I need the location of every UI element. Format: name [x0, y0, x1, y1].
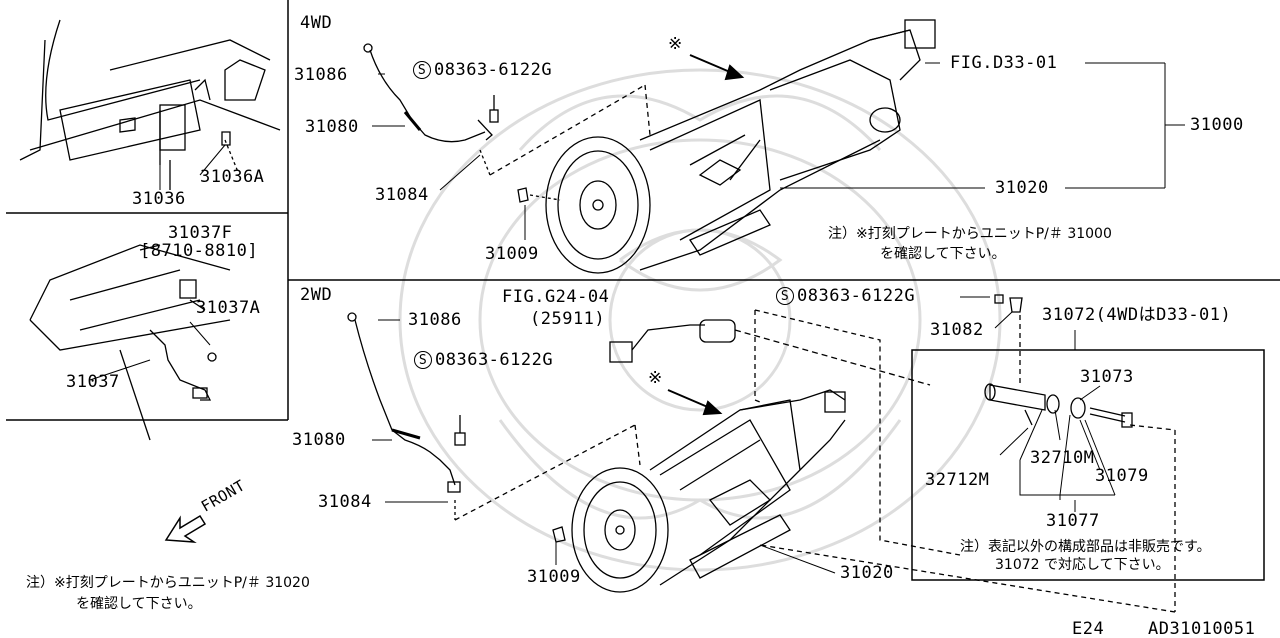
callout-31037A: 31037A — [196, 298, 261, 318]
leader-lines — [89, 62, 1185, 574]
note-bottom-line2: を確認して下さい。 — [76, 596, 202, 612]
callout-31084-4wd: 31084 — [375, 185, 429, 205]
kit-box — [911, 349, 1265, 581]
callout-31020-4wd: 31020 — [995, 178, 1049, 198]
note-bottom-line1: 注）※打刻プレートからユニットP/＃ 31020 — [26, 575, 310, 591]
callout-31086-2wd: 31086 — [408, 310, 462, 330]
callout-31036: 31036 — [132, 189, 186, 209]
callout-31079: 31079 — [1095, 466, 1149, 486]
callout-fig-g24-sub: (25911) — [530, 309, 606, 329]
callout-31009-4wd: 31009 — [485, 244, 539, 264]
section-label-4wd: 4WD — [300, 13, 333, 33]
callout-31020-2wd: 31020 — [840, 563, 894, 583]
callout-31077: 31077 — [1046, 511, 1100, 531]
s-symbol-icon: S — [414, 351, 432, 369]
note-kit-line1: 注）表記以外の構成部品は非販売です。 — [960, 539, 1211, 555]
transmission-4wd-illustration — [545, 19, 936, 274]
callout-31037F-range: [8710-8810] — [140, 241, 259, 261]
transmission-2wd-illustration — [571, 389, 846, 593]
speed-sensor-harness-illustration — [609, 309, 961, 556]
dipstick-2wd-illustration — [347, 312, 641, 543]
callout-31082: 31082 — [930, 320, 984, 340]
callout-fig-g24: FIG.G24-04 — [502, 287, 610, 307]
callout-31080-2wd: 31080 — [292, 430, 346, 450]
footer-page: E24 — [1072, 619, 1105, 638]
section-dividers — [6, 0, 1280, 421]
sensor-bracket-illustration — [29, 244, 231, 441]
sensor-kit-illustration — [759, 294, 1176, 613]
s-symbol-icon: S — [776, 287, 794, 305]
asterisk-bottom: ※ — [648, 368, 663, 388]
note-kit-line2: 31072 で対応して下さい。 — [995, 557, 1170, 573]
callout-31084-2wd: 31084 — [318, 492, 372, 512]
callout-31000: 31000 — [1190, 115, 1244, 135]
note-top-line1: 注）※打刻プレートからユニットP/＃ 31000 — [828, 226, 1112, 242]
asterisk-top: ※ — [668, 34, 683, 54]
note-top-line2: を確認して下さい。 — [880, 246, 1006, 262]
callout-31072: 31072(4WDはD33-01) — [1042, 305, 1232, 325]
indicator-arrows — [667, 54, 745, 416]
vehicle-bracket-illustration — [19, 19, 281, 190]
callout-31036A: 31036A — [200, 167, 265, 187]
footer-code: AD31010051 — [1148, 619, 1256, 638]
callout-31009-2wd: 31009 — [527, 567, 581, 587]
callout-31073: 31073 — [1080, 367, 1134, 387]
callout-fig-d33: FIG.D33-01 — [950, 53, 1058, 73]
callout-31086-4wd: 31086 — [294, 65, 348, 85]
front-arrow-icon — [164, 514, 207, 543]
section-label-2wd: 2WD — [300, 285, 333, 305]
callout-31080-4wd: 31080 — [305, 117, 359, 137]
callout-32712M: 32712M — [925, 470, 990, 490]
callout-32710M: 32710M — [1030, 448, 1095, 468]
s-symbol-icon: S — [413, 61, 431, 79]
callout-31037: 31037 — [66, 372, 120, 392]
watermark-emblem — [398, 68, 1002, 572]
dipstick-4wd-illustration — [363, 43, 651, 203]
callout-31037F: 31037F — [168, 223, 233, 243]
